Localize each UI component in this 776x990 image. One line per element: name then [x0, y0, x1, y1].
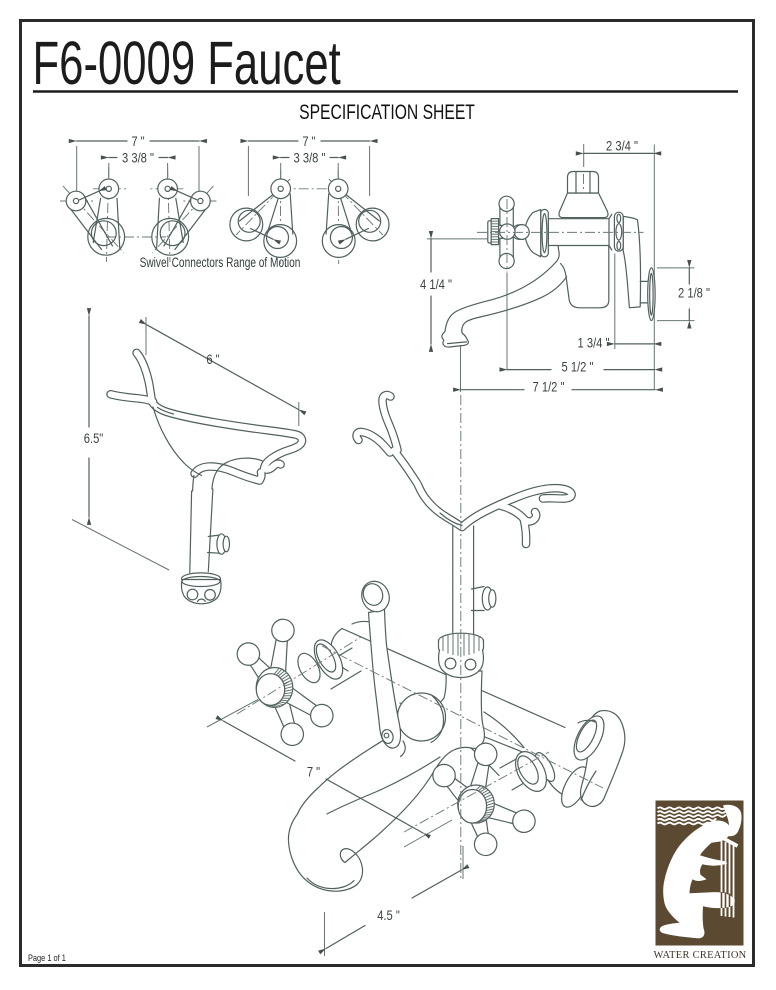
svg-text:4 1/4 ": 4 1/4 " [420, 277, 452, 292]
svg-text:7 ": 7 " [307, 764, 320, 779]
svg-text:6 ": 6 " [206, 352, 219, 367]
svg-text:7 1/2 ": 7 1/2 " [533, 379, 565, 394]
svg-text:Swivel Connectors Range of Mot: Swivel Connectors Range of Motion [140, 255, 301, 271]
svg-text:3 3/8 ": 3 3/8 " [122, 150, 154, 165]
svg-text:2 3/4 ": 2 3/4 " [606, 138, 638, 153]
svg-text:3 3/8 ": 3 3/8 " [294, 150, 326, 165]
svg-text:5 1/2 ": 5 1/2 " [562, 359, 594, 374]
svg-text:2 1/8 ": 2 1/8 " [678, 285, 710, 300]
svg-text:SPECIFICATION SHEET: SPECIFICATION SHEET [299, 100, 475, 124]
svg-text:4.5 ": 4.5 " [377, 908, 400, 923]
svg-text:WATER CREATION: WATER CREATION [653, 949, 746, 961]
svg-text:6.5": 6.5" [84, 431, 104, 446]
svg-text:F6-0009 Faucet: F6-0009 Faucet [33, 30, 341, 98]
svg-text:7 ": 7 " [302, 134, 315, 149]
svg-text:Page 1 of 1: Page 1 of 1 [28, 952, 66, 963]
svg-text:7 ": 7 " [131, 134, 144, 149]
svg-text:1 3/4 ": 1 3/4 " [578, 336, 610, 351]
